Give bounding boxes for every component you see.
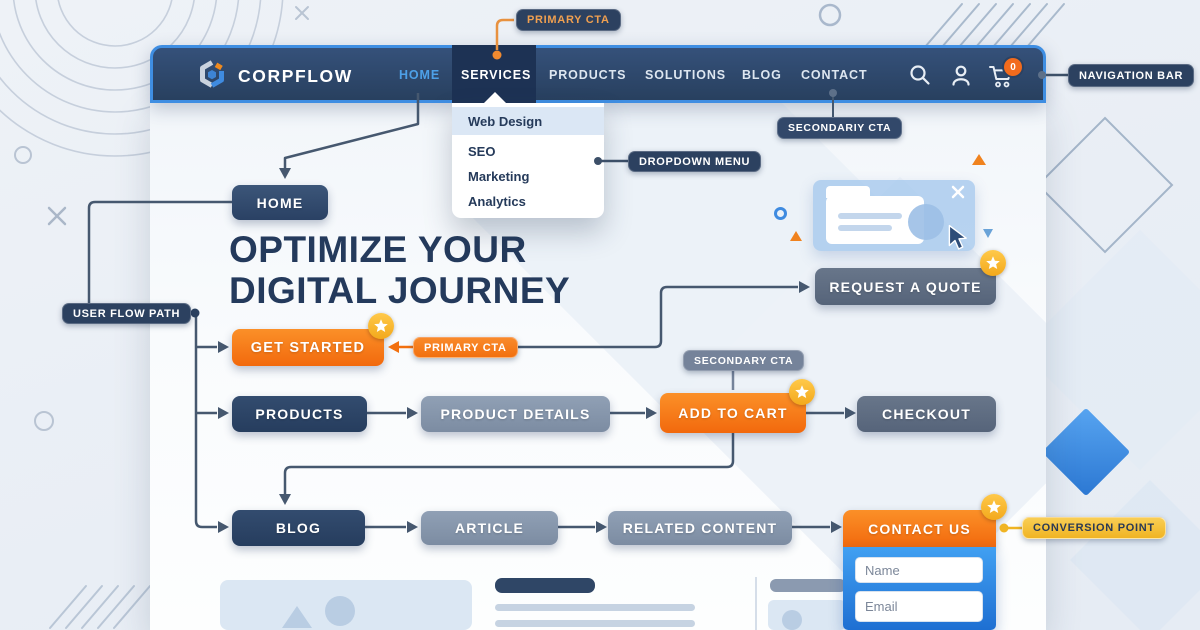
services-dropdown-menu: Web Design SEO Marketing Analytics — [452, 103, 604, 218]
close-icon[interactable] — [951, 185, 965, 199]
popup-card-illustration — [813, 180, 975, 251]
circle-decoration — [14, 146, 32, 164]
flow-box-add-to-cart[interactable]: ADD TO CART — [660, 393, 806, 433]
nav-item-services[interactable]: SERVICES — [461, 68, 532, 82]
dropdown-item-seo[interactable]: SEO — [468, 143, 496, 159]
card-text-line — [838, 213, 902, 219]
concentric-arcs-decoration — [0, 0, 284, 157]
flow-box-product-details[interactable]: PRODUCT DETAILS — [421, 396, 610, 432]
hatch-lines-top-right — [924, 3, 1065, 48]
card-blob — [908, 204, 944, 240]
folder-body — [826, 196, 924, 244]
blue-triangle-decoration — [983, 229, 993, 238]
dropdown-highlight-row — [452, 107, 604, 135]
flow-box-get-started[interactable]: GET STARTED — [232, 329, 384, 366]
page-headline: OPTIMIZE YOUR DIGITAL JOURNEY — [229, 229, 570, 311]
flow-box-contact-us[interactable]: CONTACT US — [843, 510, 996, 547]
x-mark-small-decoration — [295, 6, 309, 20]
flow-box-article[interactable]: ARTICLE — [421, 511, 558, 545]
dropdown-item-marketing[interactable]: Marketing — [468, 168, 530, 184]
nav-item-blog[interactable]: BLOG — [742, 68, 782, 82]
flow-box-request-quote[interactable]: REQUEST A QUOTE — [815, 268, 996, 305]
flow-lines — [87, 93, 844, 529]
text-line-placeholder — [495, 620, 695, 627]
circle-outline-decoration — [818, 3, 842, 27]
star-badge-icon — [981, 494, 1007, 520]
image-placeholder — [220, 580, 472, 630]
nav-item-contact[interactable]: CONTACT — [801, 68, 868, 82]
content-divider — [755, 577, 757, 630]
circle-decoration-left — [34, 411, 54, 431]
dropdown-notch — [483, 92, 507, 104]
soft-diamond-bottom-decoration — [1070, 480, 1200, 630]
cart-badge: 0 — [1002, 56, 1024, 78]
flow-arrowheads — [218, 168, 856, 533]
soft-diamond-decoration — [1020, 230, 1200, 470]
callout-conversion-point: CONVERSION POINT — [1022, 517, 1166, 539]
hatch-lines-bottom-left — [49, 585, 151, 629]
cursor-icon — [948, 224, 967, 250]
callout-secondary-cta-top: SECONDARIY CTA — [777, 117, 903, 139]
headline-line-1: OPTIMIZE YOUR — [229, 229, 527, 270]
nav-item-solutions[interactable]: SOLUTIONS — [645, 68, 727, 82]
card-text-line — [838, 225, 892, 231]
text-title-placeholder — [495, 578, 595, 593]
text-title-placeholder-2 — [770, 579, 846, 592]
dropdown-item-web-design[interactable]: Web Design — [468, 113, 543, 129]
flow-box-home[interactable]: HOME — [232, 185, 328, 220]
corpflow-logo-icon[interactable] — [196, 58, 228, 90]
flow-box-products[interactable]: PRODUCTS — [232, 396, 367, 432]
orange-triangle-decoration — [790, 231, 802, 241]
diamond-outline-decoration — [1036, 116, 1174, 254]
callout-primary-cta-top: PRIMARY CTA — [516, 9, 621, 31]
navigation-bar — [150, 45, 1046, 103]
blue-diamond-decoration — [1043, 409, 1129, 495]
star-badge-icon — [980, 250, 1006, 276]
folder-tab — [826, 186, 870, 198]
flow-box-checkout[interactable]: CHECKOUT — [857, 396, 996, 432]
name-input[interactable] — [855, 557, 983, 583]
search-icon[interactable] — [908, 63, 932, 87]
nav-item-home[interactable]: HOME — [399, 68, 441, 82]
callout-navigation-bar: NAVIGATION BAR — [1068, 64, 1195, 87]
placeholder-triangle — [282, 606, 312, 628]
placeholder-circle — [325, 596, 355, 626]
x-mark-decoration — [47, 206, 67, 226]
text-line-placeholder — [495, 604, 695, 611]
callout-secondary-cta-mid: SECONDARY CTA — [683, 350, 805, 371]
user-icon[interactable] — [949, 63, 973, 87]
contact-form-panel — [843, 547, 996, 630]
placeholder-circle — [782, 610, 802, 630]
callout-primary-cta-mid: PRIMARY CTA — [413, 337, 518, 358]
callout-dropdown-menu: DROPDOWN MENU — [628, 151, 762, 172]
brand-logo-text[interactable]: CORPFLOW — [238, 66, 353, 86]
nav-item-products[interactable]: PRODUCTS — [549, 68, 627, 82]
blue-circle-decoration — [774, 207, 787, 220]
callout-user-flow-path: USER FLOW PATH — [62, 303, 192, 324]
star-badge-icon — [789, 379, 815, 405]
orange-triangle-decoration — [972, 154, 986, 165]
dropdown-item-analytics[interactable]: Analytics — [468, 193, 526, 209]
image-placeholder-2 — [768, 600, 846, 630]
headline-line-2: DIGITAL JOURNEY — [229, 270, 571, 311]
email-input[interactable] — [855, 591, 983, 622]
star-badge-icon — [368, 313, 394, 339]
flow-box-blog[interactable]: BLOG — [232, 510, 365, 546]
flow-box-related-content[interactable]: RELATED CONTENT — [608, 511, 792, 545]
